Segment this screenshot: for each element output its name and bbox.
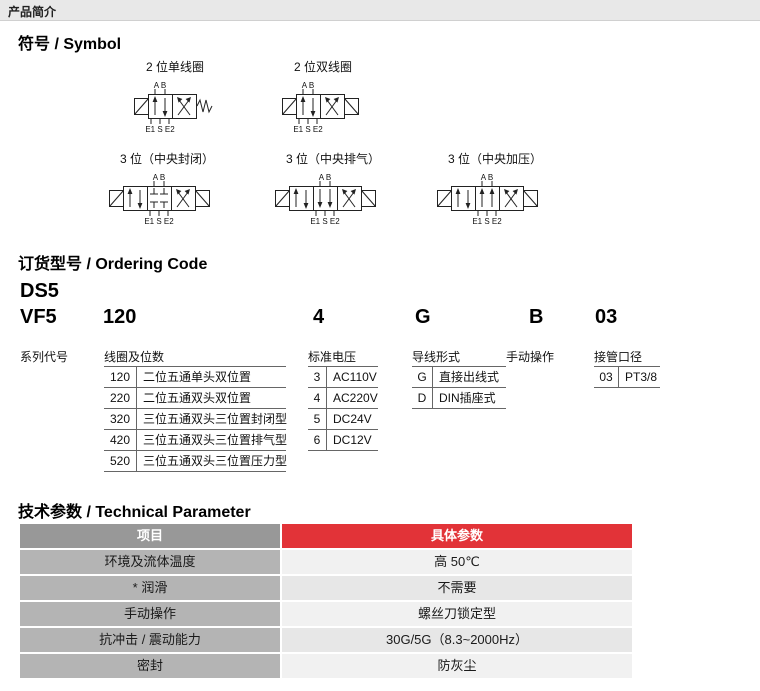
valve-diagram-2pos-single-coil: 2 位单线圈 A B E1 S E2 [110,58,240,139]
param-header-item: 项目 [20,524,280,548]
section-title-parameters: 技术参数 / Technical Parameter [18,504,251,521]
port-labels-bottom: E1 S E2 [472,217,502,226]
valve-symbol-3pos-closed: A B E1 S E2 [109,173,210,226]
valve-diagram-3pos-center-pressure: 3 位（中央加压） A B E1 S E2 [420,150,570,231]
param-row-label: 环境及流体温度 [20,550,280,574]
param-row-value: 防灰尘 [282,654,632,678]
label-port-size: 接管口径 [594,350,643,364]
port-labels-top: A B [481,174,493,182]
label-lead-wire: 导线形式 [412,350,461,364]
param-row-value: 高 50℃ [282,550,632,574]
valve-diagram-2pos-double-coil: 2 位双线圈 A B E1 S E2 [258,58,388,139]
code-part-coil: 120 [103,306,137,328]
page-header-bar [0,0,760,21]
technical-parameter-table: 项目 具体参数 环境及流体温度 高 50℃ * 润滑 不需要 手动操作 螺丝刀锁… [20,524,632,678]
port-labels-bottom: E1 S E2 [144,217,174,226]
diagram-caption: 2 位双线圈 [293,60,352,74]
label-series-code: 系列代号 [20,350,69,364]
code-part-lead: G [415,306,431,328]
param-header-value: 具体参数 [282,524,632,548]
param-row-value: 不需要 [282,576,632,600]
valve-diagram-3pos-center-closed: 3 位（中央封闭） A B E1 S E2 [92,150,242,231]
param-row-value: 30G/5G（8.3~2000Hz） [282,628,632,652]
series-code-vf5: VF5 [20,306,57,328]
port-labels-bottom: E1 S E2 [310,217,340,226]
param-row-label: 抗冲击 / 震动能力 [20,628,280,652]
diagram-caption: 2 位单线圈 [145,60,204,74]
label-manual-operation: 手动操作 [506,350,555,364]
code-part-port: 03 [595,306,618,328]
port-labels-top: A B [319,174,331,182]
port-labels-top: A B [153,174,165,182]
label-voltage: 标准电压 [308,350,357,364]
label-coil-positions: 线圈及位数 [104,350,165,364]
diagram-caption: 3 位（中央排气） [285,152,380,166]
valve-symbol-2pos-double: A B E1 S E2 [282,81,359,134]
param-row-value: 螺丝刀锁定型 [282,602,632,626]
section-title-ordering: 订货型号 / Ordering Code [18,256,208,273]
valve-symbol-3pos-exhaust: A B E1 S E2 [275,173,376,226]
valve-symbol-2pos-single: A B E1 S E2 [134,81,213,134]
port-labels-bottom: E1 S E2 [145,125,175,134]
valve-symbol-3pos-pressure: A B E1 S E2 [437,173,538,226]
param-row-label: 密封 [20,654,280,678]
code-part-manual: B [529,306,544,328]
valve-diagram-3pos-center-exhaust: 3 位（中央排气） A B E1 S E2 [258,150,408,231]
param-row-label: * 润滑 [20,576,280,600]
diagram-caption: 3 位（中央加压） [447,152,542,166]
param-row-label: 手动操作 [20,602,280,626]
section-title-symbol: 符号 / Symbol [18,36,122,53]
port-labels-bottom: E1 S E2 [293,125,323,134]
series-code-ds5: DS5 [20,280,59,302]
port-labels-top: A B [154,82,166,90]
page-header-label: 产品简介 [8,5,57,19]
port-labels-top: A B [302,82,314,90]
diagram-caption: 3 位（中央封闭） [119,152,214,166]
code-part-voltage: 4 [313,306,325,328]
